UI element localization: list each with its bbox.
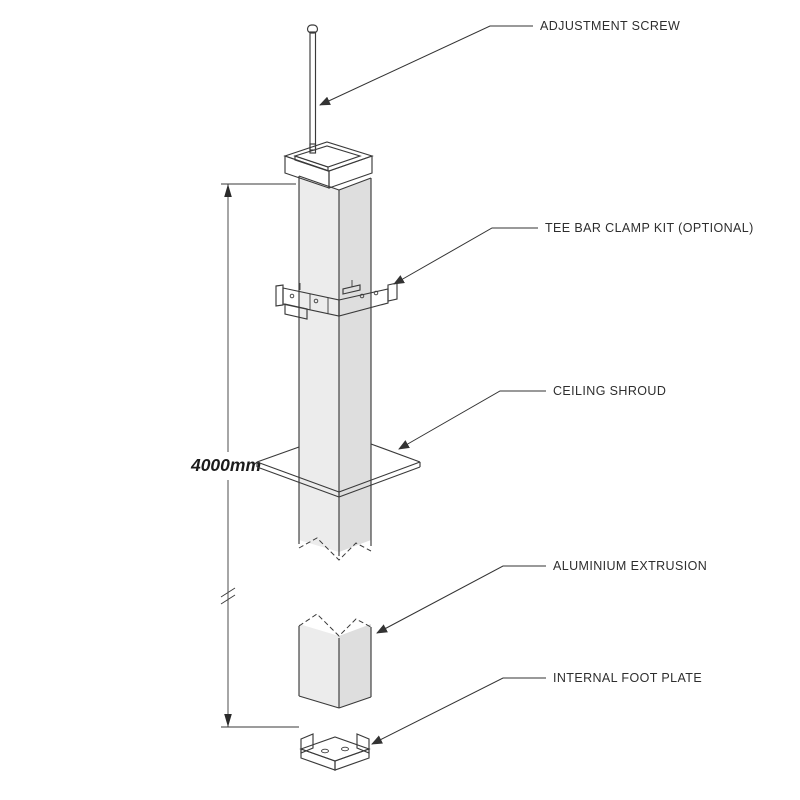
foot-plate-front-right — [334, 748, 370, 771]
screw-head — [306, 24, 319, 34]
screw-shaft-stub — [309, 143, 317, 154]
column-upper-section — [298, 175, 372, 561]
ceiling-shroud-part — [256, 443, 421, 498]
clamp-lower-bracket — [284, 303, 308, 320]
tee-bar-clamp-part — [275, 280, 398, 320]
column-lower-right-face — [339, 624, 371, 708]
adjustment-screw-part — [306, 24, 319, 151]
foot-plate-right-flange — [356, 733, 370, 754]
leader-adjustment-screw — [319, 25, 533, 106]
cap-right-face — [328, 155, 373, 189]
dimension-arrow-up — [224, 184, 232, 197]
break-line-upper — [298, 537, 372, 561]
column-upper-right-face — [339, 178, 371, 552]
top-cap-part — [283, 141, 374, 189]
foot-plate-hole — [321, 748, 329, 754]
dimension-break-mark — [220, 594, 236, 605]
leader-aluminium-extrusion — [376, 565, 546, 634]
foot-plate-left-flange — [300, 733, 314, 754]
part-labels: ADJUSTMENT SCREW TEE BAR CLAMP KIT (OPTI… — [540, 19, 754, 685]
break-line-lower — [298, 613, 372, 637]
label-aluminium-extrusion: ALUMINIUM EXTRUSION — [553, 559, 707, 573]
clamp-bolt — [313, 298, 319, 304]
label-adjustment-screw: ADJUSTMENT SCREW — [540, 19, 680, 33]
dimension-break-mark — [220, 587, 236, 598]
clamp-bolt — [373, 290, 379, 296]
label-tee-bar-clamp: TEE BAR CLAMP KIT (OPTIONAL) — [545, 221, 754, 235]
column-lower-section — [298, 613, 372, 709]
label-ceiling-shroud: CEILING SHROUD — [553, 384, 666, 398]
leader-tee-bar-clamp — [393, 227, 538, 285]
screw-shaft — [309, 31, 317, 151]
foot-plate-front-left — [300, 748, 336, 771]
leader-internal-foot-plate — [371, 677, 546, 745]
clamp-top-tab — [342, 284, 361, 295]
clamp-bolt — [359, 293, 365, 299]
dimension-annotation: 4000mm — [190, 183, 299, 728]
dimension-arrow-down — [224, 714, 232, 727]
label-internal-foot-plate: INTERNAL FOOT PLATE — [553, 671, 702, 685]
clamp-channel-right — [338, 288, 389, 317]
leader-lines — [319, 25, 546, 745]
foot-plate-part — [299, 733, 371, 771]
clamp-left-end — [275, 284, 284, 307]
leader-ceiling-shroud — [398, 390, 546, 450]
clamp-bolt — [289, 293, 295, 299]
clamp-right-end — [387, 282, 398, 302]
dimension-label: 4000mm — [190, 455, 261, 475]
foot-plate-hole — [341, 746, 349, 752]
column-lower-left-face — [299, 624, 339, 708]
column-upper-left-face — [299, 176, 339, 552]
